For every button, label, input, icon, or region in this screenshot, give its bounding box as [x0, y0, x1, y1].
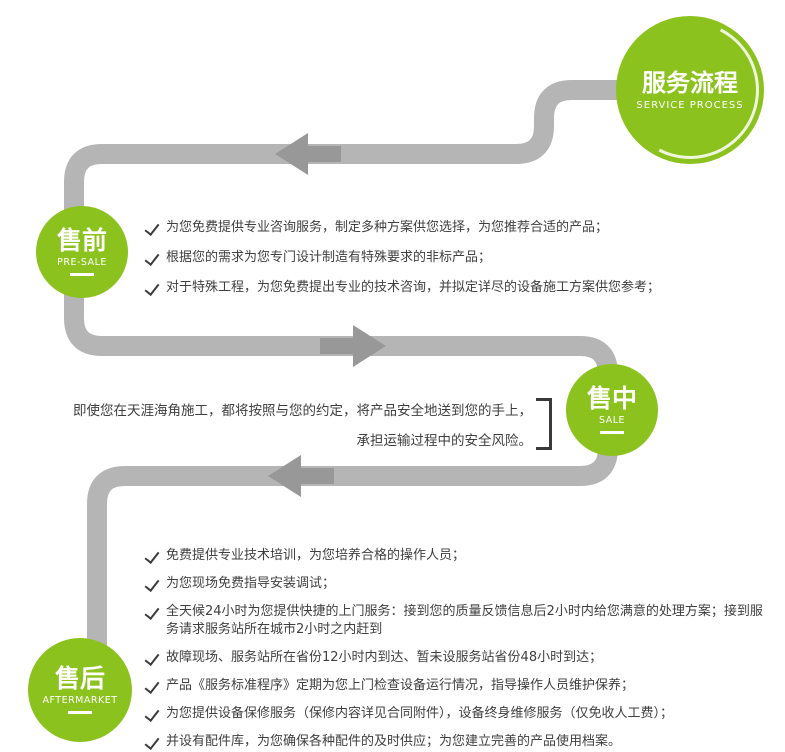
check-icon — [144, 650, 160, 666]
arrow-right-middle-icon — [320, 325, 386, 367]
bracket-icon — [536, 398, 552, 450]
list-item: 故障现场、服务站所在省份12小时内到达、暂未设服务站省份48小时到达； — [144, 649, 778, 667]
flow-path — [64, 80, 648, 662]
list-item-text: 对于特殊工程，为您免费提出专业的技术咨询，并拟定详尽的设备施工方案供您参考； — [166, 280, 661, 295]
presale-item-list: 为您免费提供专业咨询服务，制定多种方案供您选择，为您推荐合适的产品； 根据您的需… — [144, 219, 766, 309]
stage-title-sale: 售中 — [586, 384, 637, 414]
list-item-text: 故障现场、服务站所在省份12小时内到达、暂未设服务站省份48小时到达； — [166, 650, 603, 665]
check-icon — [144, 220, 160, 236]
list-item: 对于特殊工程，为您免费提出专业的技术咨询，并拟定详尽的设备施工方案供您参考； — [144, 279, 766, 297]
arrow-left-bottom-icon — [268, 455, 334, 497]
stage-circle-aftermarket: 售后 AFTERMARKET — [28, 638, 132, 742]
header-badge: 服务流程 SERVICE PROCESS — [616, 16, 764, 164]
list-item: 并设有配件库，为您确保各种配件的及时供应；为您建立完善的产品使用档案。 — [144, 733, 778, 751]
stage-title-presale: 售前 — [56, 226, 107, 256]
check-icon — [144, 734, 160, 750]
list-item: 全天候24小时为您提供快捷的上门服务：接到您的质量反馈信息后2小时内给您满意的处… — [144, 603, 778, 639]
list-item-text: 产品《服务标准程序》定期为您上门检查设备运行情况，指导操作人员维护保养； — [166, 678, 635, 693]
check-icon — [144, 678, 160, 694]
list-item: 产品《服务标准程序》定期为您上门检查设备运行情况，指导操作人员维护保养； — [144, 677, 778, 695]
list-item-text: 为您现场免费指导安装调试； — [166, 576, 336, 591]
stage-underline — [70, 272, 94, 276]
page-subtitle: SERVICE PROCESS — [636, 100, 744, 112]
check-icon — [144, 706, 160, 722]
stage-circle-presale: 售前 PRE-SALE — [36, 206, 128, 298]
sale-description: 即使您在天涯海角施工，都将按照与您的约定，将产品安全地送到您的手上， 承担运输过… — [70, 396, 532, 456]
list-item: 根据您的需求为您专门设计制造有特殊要求的非标产品； — [144, 249, 766, 267]
stage-subtitle-sale: SALE — [598, 414, 625, 426]
list-item: 为您现场免费指导安装调试； — [144, 575, 778, 593]
arrow-left-top-icon — [275, 133, 341, 175]
list-item-text: 全天候24小时为您提供快捷的上门服务：接到您的质量反馈信息后2小时内给您满意的处… — [166, 604, 763, 637]
aftermarket-item-list: 免费提供专业技术培训，为您培养合格的操作人员； 为您现场免费指导安装调试； 全天… — [144, 547, 778, 752]
list-item-text: 为您免费提供专业咨询服务，制定多种方案供您选择，为您推荐合适的产品； — [166, 220, 609, 235]
page-title: 服务流程 — [642, 68, 738, 97]
list-item: 为您免费提供专业咨询服务，制定多种方案供您选择，为您推荐合适的产品； — [144, 219, 766, 237]
list-item-text: 并设有配件库，为您确保各种配件的及时供应；为您建立完善的产品使用档案。 — [166, 734, 622, 749]
sale-description-line: 承担运输过程中的安全风险。 — [356, 433, 533, 449]
stage-circle-sale: 售中 SALE — [566, 364, 658, 456]
list-item-text: 根据您的需求为您专门设计制造有特殊要求的非标产品； — [166, 250, 492, 265]
stage-underline — [68, 710, 92, 714]
stage-title-aftermarket: 售后 — [54, 664, 105, 694]
stage-subtitle-presale: PRE-SALE — [57, 256, 107, 268]
check-icon — [144, 280, 160, 296]
check-icon — [144, 250, 160, 266]
check-icon — [144, 604, 160, 620]
check-icon — [144, 576, 160, 592]
stage-subtitle-aftermarket: AFTERMARKET — [42, 694, 118, 706]
list-item: 为您提供设备保修服务（保修内容详见合同附件），设备终身维修服务（仅免收人工费）； — [144, 705, 778, 723]
list-item-text: 免费提供专业技术培训，为您培养合格的操作人员； — [166, 548, 466, 563]
stage-underline — [600, 430, 624, 434]
sale-description-line: 即使您在天涯海角施工，都将按照与您的约定，将产品安全地送到您的手上， — [73, 403, 532, 419]
check-icon — [144, 548, 160, 564]
list-item: 免费提供专业技术培训，为您培养合格的操作人员； — [144, 547, 778, 565]
list-item-text: 为您提供设备保修服务（保修内容详见合同附件），设备终身维修服务（仅免收人工费）； — [166, 706, 674, 721]
